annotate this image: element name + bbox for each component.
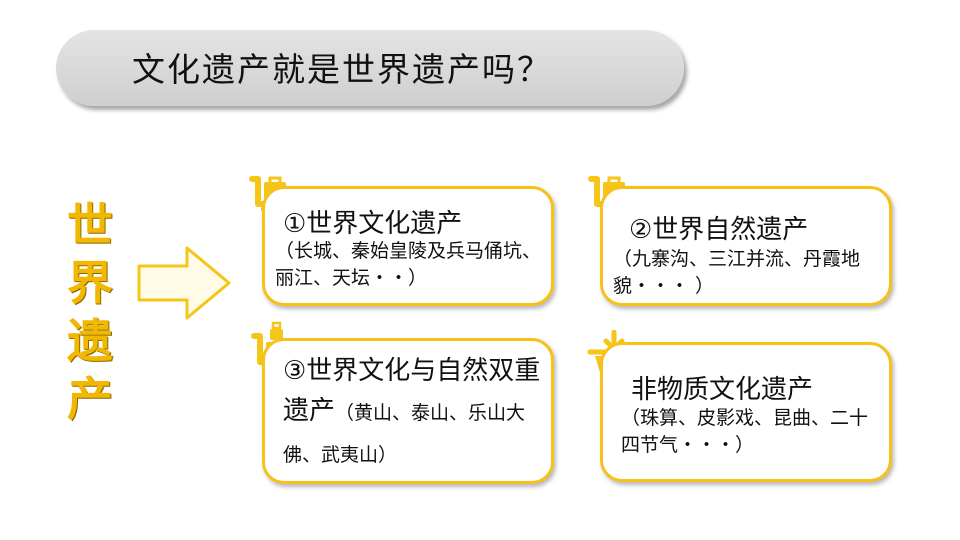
- right-arrow-icon: [137, 246, 231, 320]
- card-body: （黄山、泰山、乐山大佛、武夷山）: [283, 402, 526, 466]
- side-label-char: 产: [67, 372, 113, 426]
- card-body: （长城、秦始皇陵及兵马俑坑、丽江、天坛・・）: [275, 240, 542, 289]
- title-banner: 文化遗产就是世界遗产吗？: [56, 30, 684, 106]
- side-label-char: 遗: [67, 314, 113, 368]
- card-mixed-heritage: ③世界文化与自然双重遗产（黄山、泰山、乐山大佛、武夷山）: [262, 338, 554, 484]
- card-title-text: ③世界文化与自然双重遗产: [283, 356, 541, 426]
- side-label-char: 界: [67, 256, 113, 310]
- card-title: ①世界文化遗产: [283, 209, 463, 239]
- card-world-natural-heritage: ②世界自然遗产 （九寨沟、三江并流、丹霞地貌・・・ ）: [600, 186, 892, 306]
- side-label-char: 世: [67, 198, 113, 252]
- page-title: 文化遗产就是世界遗产吗？: [132, 50, 552, 89]
- card-title: ③世界文化与自然双重遗产（黄山、泰山、乐山大佛、武夷山）: [283, 351, 545, 475]
- card-world-cultural-heritage: ①世界文化遗产 （长城、秦始皇陵及兵马俑坑、丽江、天坛・・）: [262, 186, 554, 306]
- card-title: ②世界自然遗产: [629, 215, 809, 245]
- side-label: 世 界 遗 产: [62, 196, 118, 428]
- card-body: （九寨沟、三江并流、丹霞地貌・・・ ）: [613, 248, 861, 297]
- card-body: （珠算、皮影戏、昆曲、二十四节气・・・）: [621, 407, 869, 456]
- card-intangible-heritage: 非物质文化遗产 （珠算、皮影戏、昆曲、二十四节气・・・）: [600, 342, 892, 482]
- card-title: 非物质文化遗产: [631, 375, 814, 405]
